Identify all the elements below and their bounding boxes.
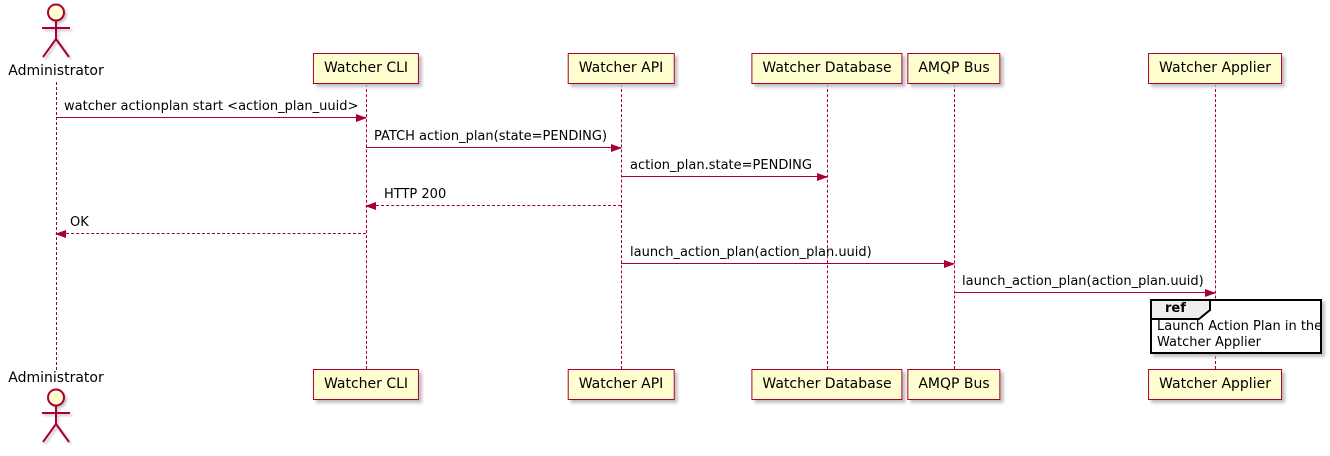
- participant-watcher-api-top: Watcher API: [567, 53, 675, 84]
- lifeline-administrator: [55, 82, 57, 370]
- ref-text-line1: Launch Action Plan in the: [1157, 319, 1323, 334]
- message-label: HTTP 200: [384, 187, 447, 202]
- ref-tab-shape: [1150, 299, 1211, 320]
- arrowhead-right-icon: [944, 259, 955, 268]
- lifeline-watcher-api: [620, 84, 622, 369]
- message-label: OK: [70, 215, 89, 230]
- actor-label-bottom: Administrator: [8, 370, 104, 386]
- participant-watcher-api-bottom: Watcher API: [567, 369, 675, 400]
- message-label: action_plan.state=PENDING: [630, 158, 812, 173]
- message-line: [366, 205, 621, 206]
- actor-icon-bottom: [42, 388, 70, 443]
- message-line: [621, 176, 827, 177]
- message-line: [56, 233, 366, 234]
- message-label: watcher actionplan start <action_plan_uu…: [64, 99, 359, 114]
- ref-text-line2: Watcher Applier: [1157, 334, 1261, 350]
- message-label: launch_action_plan(action_plan.uuid): [962, 274, 1204, 289]
- participant-watcher-database-top: Watcher Database: [751, 53, 903, 84]
- lifeline-watcher-applier: [1214, 84, 1216, 369]
- arrowhead-right-icon: [356, 113, 367, 122]
- ref-keyword: ref: [1165, 301, 1186, 316]
- message-label: launch_action_plan(action_plan.uuid): [630, 245, 872, 260]
- arrowhead-right-icon: [1205, 288, 1216, 297]
- arrowhead-left-icon: [365, 201, 376, 210]
- message-label: PATCH action_plan(state=PENDING): [374, 129, 608, 144]
- actor-icon-top: [42, 3, 70, 58]
- participant-watcher-applier-bottom: Watcher Applier: [1148, 369, 1282, 400]
- lifeline-amqp-bus: [953, 84, 955, 369]
- message-line: [954, 292, 1215, 293]
- participant-watcher-cli-bottom: Watcher CLI: [312, 369, 420, 400]
- participant-watcher-cli-top: Watcher CLI: [312, 53, 420, 84]
- participant-amqp-bus-top: AMQP Bus: [907, 53, 1001, 84]
- participant-watcher-database-bottom: Watcher Database: [751, 369, 903, 400]
- lifeline-watcher-cli: [365, 84, 367, 369]
- message-line: [366, 147, 621, 148]
- lifeline-watcher-database: [826, 84, 828, 369]
- message-line: [56, 117, 366, 118]
- participant-amqp-bus-bottom: AMQP Bus: [907, 369, 1001, 400]
- arrowhead-right-icon: [611, 143, 622, 152]
- participant-watcher-applier-top: Watcher Applier: [1148, 53, 1282, 84]
- message-line: [621, 263, 954, 264]
- arrowhead-right-icon: [817, 172, 828, 181]
- actor-label-top: Administrator: [8, 63, 104, 79]
- arrowhead-left-icon: [55, 229, 66, 238]
- ref-fragment: ref Launch Action Plan in the Watcher Ap…: [1150, 299, 1322, 354]
- ref-text: Launch Action Plan in the Watcher Applie…: [1157, 319, 1322, 350]
